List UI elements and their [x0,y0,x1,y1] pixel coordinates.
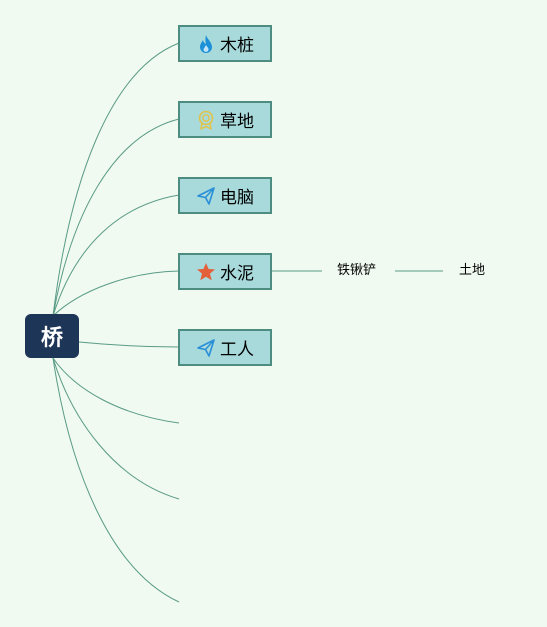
topic-label: 电脑 [220,188,254,208]
fire-icon [196,34,216,54]
connector-to-empty-2 [52,357,180,500]
connector-to-topic-3 [52,194,180,317]
paper-plane-icon [196,186,216,206]
topic-label: 木桩 [220,36,254,56]
subtopic-label: 铁锹铲 [337,263,377,278]
subtopic-tudi[interactable]: 土地 [459,263,485,279]
topic-caodi[interactable]: 草地 [178,101,272,138]
connector-to-topic-2 [52,118,180,317]
topic-shuini[interactable]: 水泥 [178,253,272,290]
subtopic-tieqiuchan[interactable]: 铁锹铲 [337,263,376,279]
connector-to-topic-5 [78,341,180,348]
topic-muzhuang[interactable]: 木桩 [178,25,272,62]
topic-label: 草地 [220,112,254,132]
connector-to-empty-3 [52,357,180,603]
connector-to-topic-4 [52,270,180,317]
paper-plane-icon [196,338,216,358]
topic-gongren[interactable]: 工人 [178,329,272,366]
award-badge-icon [196,110,216,130]
topic-label: 水泥 [220,264,254,284]
topic-diannao[interactable]: 电脑 [178,177,272,214]
subtopic-label: 土地 [459,263,486,278]
topic-label: 工人 [220,340,254,360]
star-icon [196,262,216,282]
connector-to-empty-1 [52,357,180,424]
central-topic-label: 桥 [40,326,63,351]
central-topic[interactable]: 桥 [25,314,79,358]
connector-to-topic-1 [52,42,180,317]
